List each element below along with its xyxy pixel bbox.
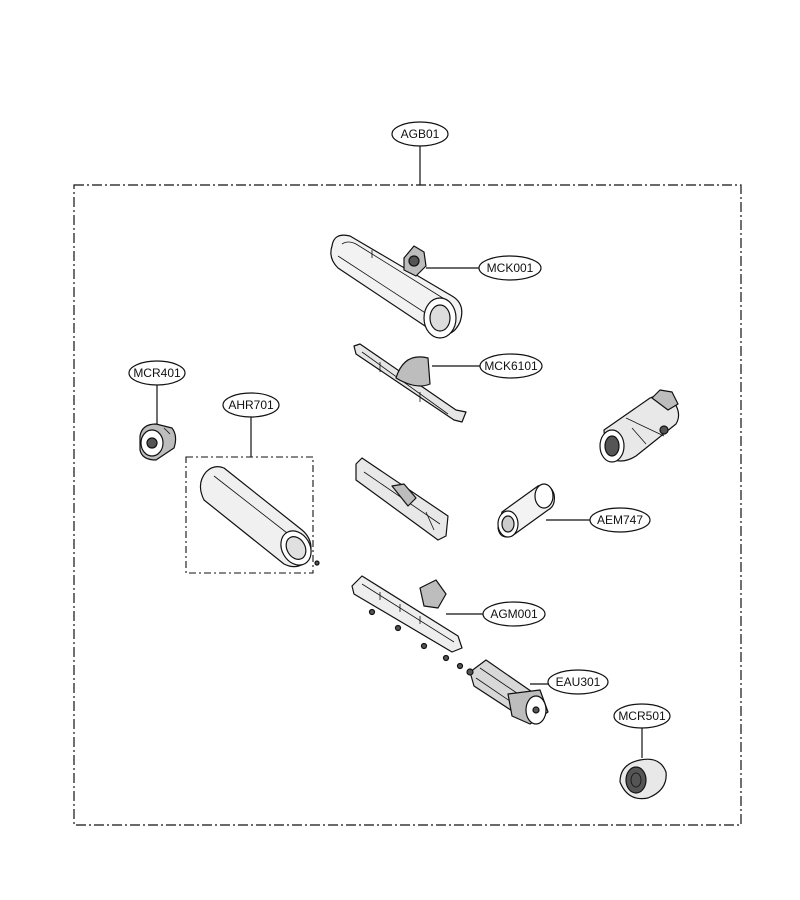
callout-ahr701[interactable]: AHR701 xyxy=(222,392,280,457)
callout-ahr701-label: AHR701 xyxy=(228,398,274,412)
callout-mck6101[interactable]: MCK6101 xyxy=(432,353,543,379)
callout-agm001-label: AGM001 xyxy=(490,607,538,621)
callout-mcr501-label: MCR501 xyxy=(618,709,666,723)
nozzle-frame-icon[interactable] xyxy=(351,575,464,670)
brush-roller-icon[interactable] xyxy=(199,466,320,571)
right-end-cap-icon[interactable] xyxy=(619,758,667,800)
assembly-boundary xyxy=(73,184,742,826)
callout-mcr501[interactable]: MCR501 xyxy=(613,703,671,758)
callout-mck6101-label: MCK6101 xyxy=(484,359,538,373)
callout-mcr401-label: MCR401 xyxy=(133,366,181,380)
callout-aem747[interactable]: AEM747 xyxy=(546,507,651,533)
brush-roll-housing-icon[interactable] xyxy=(330,234,463,339)
callout-aem747-label: AEM747 xyxy=(597,513,643,527)
callout-eau301[interactable]: EAU301 xyxy=(530,669,609,695)
neck-joint-icon[interactable] xyxy=(599,389,680,463)
sub-assembly-boundary xyxy=(185,456,314,574)
callout-agb01[interactable]: AGB01 xyxy=(391,121,449,185)
callout-agb01-label: AGB01 xyxy=(401,127,440,141)
callout-mcr401[interactable]: MCR401 xyxy=(128,360,186,424)
bushing-tube-icon[interactable] xyxy=(497,483,555,538)
middle-bracket-icon[interactable] xyxy=(355,457,449,541)
callout-mck001-label: MCK001 xyxy=(487,261,534,275)
motor-icon[interactable] xyxy=(466,659,549,725)
callout-mck001[interactable]: MCK001 xyxy=(426,255,542,281)
callout-eau301-label: EAU301 xyxy=(556,675,601,689)
left-end-cap-icon[interactable] xyxy=(139,423,177,461)
brush-cover-icon[interactable] xyxy=(353,343,467,423)
callout-agm001[interactable]: AGM001 xyxy=(446,601,546,627)
